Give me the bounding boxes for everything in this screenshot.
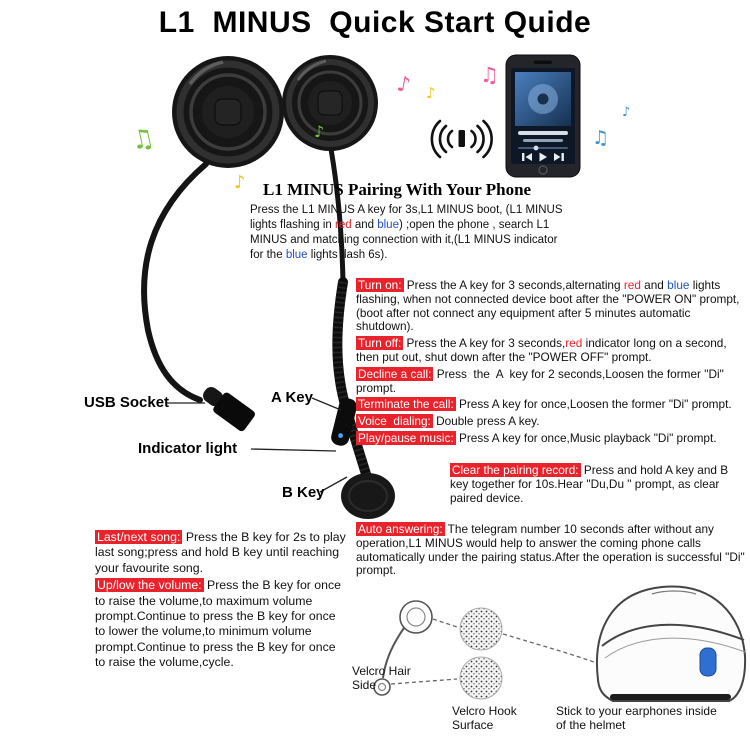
indicator-led xyxy=(338,433,344,438)
velcro-hook-disc xyxy=(459,656,503,700)
page-title: L1 MINUS Quick Start Quide xyxy=(158,6,592,39)
label-a-key: A Key xyxy=(271,389,313,406)
instruction-turn-on: Turn on: Press the A key for 3 seconds,a… xyxy=(356,278,748,334)
music-notes: ♫ ♪ ♪ ♪ ♪ ♫ ♫ ♪ xyxy=(128,63,630,193)
signal-waves-icon xyxy=(430,119,493,159)
instruction-clear-pairing: Clear the pairing record: Press and hold… xyxy=(450,463,747,505)
instruction-label: Last/next song: xyxy=(95,530,183,544)
label-stick-to-earphones: Stick to your earphones inside of the he… xyxy=(556,704,717,732)
label-usb-socket: USB Socket xyxy=(84,394,170,411)
instruction-text: Press and hold A key and B key together … xyxy=(450,463,732,505)
music-note-icon: ♪ xyxy=(314,122,324,141)
control-module xyxy=(331,398,357,446)
velcro-hair-disc xyxy=(459,607,503,651)
progress-bar xyxy=(518,147,568,149)
auto-answer-instruction: Auto answering: The telegram number 10 s… xyxy=(356,522,748,581)
phone-illustration xyxy=(505,54,581,178)
music-note-icon: ♪ xyxy=(234,172,246,193)
instruction-text: Press the A key for 3 seconds,red indica… xyxy=(356,336,730,364)
instruction-label: Auto answering: xyxy=(356,522,445,536)
install-diagram xyxy=(373,585,747,702)
a-key-instructions: Turn on: Press the A key for 3 seconds,a… xyxy=(356,278,748,449)
instruction-text: Press the A key for 3 seconds,alternatin… xyxy=(356,278,743,334)
clear-pairing-instruction: Clear the pairing record: Press and hold… xyxy=(450,463,747,508)
instruction-play-pause: Play/pause music: Press A key for once,M… xyxy=(356,430,748,446)
music-note-icon: ♫ xyxy=(592,127,609,149)
label-b-key: B Key xyxy=(282,484,325,501)
instruction-text: Press the B key for once to raise the vo… xyxy=(95,578,345,670)
left-speaker-icon xyxy=(172,56,284,168)
instruction-label: Turn on: xyxy=(356,278,404,292)
right-speaker-icon xyxy=(282,55,378,151)
music-note-icon: ♪ xyxy=(426,84,436,102)
leader-lines xyxy=(167,397,348,493)
dashed-guides xyxy=(390,618,595,685)
instruction-label: Terminate the call: xyxy=(356,397,456,412)
instruction-text: Press A key for once,Loosen the former "… xyxy=(455,397,732,412)
music-note-icon: ♪ xyxy=(622,105,630,120)
player-controls-icon xyxy=(522,152,564,162)
pairing-body: Press the L1 MINUS A key for 3s,L1 MINUS… xyxy=(250,204,566,261)
instruction-text: Press A key for once,Music playback "Di"… xyxy=(455,430,717,445)
instruction-label: Up/low the volume: xyxy=(95,578,204,593)
instruction-text: The telegram number 10 seconds after wit… xyxy=(356,522,748,578)
label-velcro-hair-side: Velcro Hair Side xyxy=(352,664,411,692)
label-velcro-hook-surface: Velcro Hook Surface xyxy=(452,704,517,732)
usb-plug xyxy=(203,387,255,432)
instruction-terminate-call: Terminate the call: Press A key for once… xyxy=(356,397,748,412)
earphone-sketch xyxy=(373,600,433,696)
instruction-volume: Up/low the volume: Press the B key for o… xyxy=(95,578,348,670)
instruction-auto-answering: Auto answering: The telegram number 10 s… xyxy=(356,522,748,578)
instruction-label: Decline a call: xyxy=(356,366,434,381)
home-button xyxy=(538,165,548,175)
bluetooth-unit xyxy=(699,647,717,677)
microphone-foam-icon xyxy=(341,473,395,519)
instruction-label: Play/pause music: xyxy=(356,430,456,445)
instruction-label: Clear the pairing record: xyxy=(450,463,581,477)
b-key-instructions: Last/next song: Press the B key for 2s t… xyxy=(95,530,348,673)
instruction-label: Voice dialing: xyxy=(356,414,433,429)
pairing-heading: L1 MINUS Pairing With Your Phone xyxy=(263,180,532,199)
music-note-icon: ♫ xyxy=(128,123,157,157)
instruction-voice-dialing: Voice dialing: Double press A key. xyxy=(356,414,748,429)
music-note-icon: ♫ xyxy=(480,63,499,87)
phone-earpiece xyxy=(534,60,552,64)
instruction-last-next-song: Last/next song: Press the B key for 2s t… xyxy=(95,530,348,576)
instruction-decline-call: Decline a call: Press the A key for 2 se… xyxy=(356,366,748,396)
instruction-label: Turn off: xyxy=(356,336,404,351)
label-indicator-light: Indicator light xyxy=(138,440,238,457)
helmet-illustration xyxy=(596,585,747,702)
instruction-text: Double press A key. xyxy=(432,414,540,429)
instruction-text: Press the B key for 2s to play last song… xyxy=(95,530,350,575)
instruction-text: Press the A key for 2 seconds,Loosen the… xyxy=(356,366,728,395)
music-note-icon: ♪ xyxy=(395,71,412,97)
instruction-turn-off: Turn off: Press the A key for 3 seconds,… xyxy=(356,336,748,365)
